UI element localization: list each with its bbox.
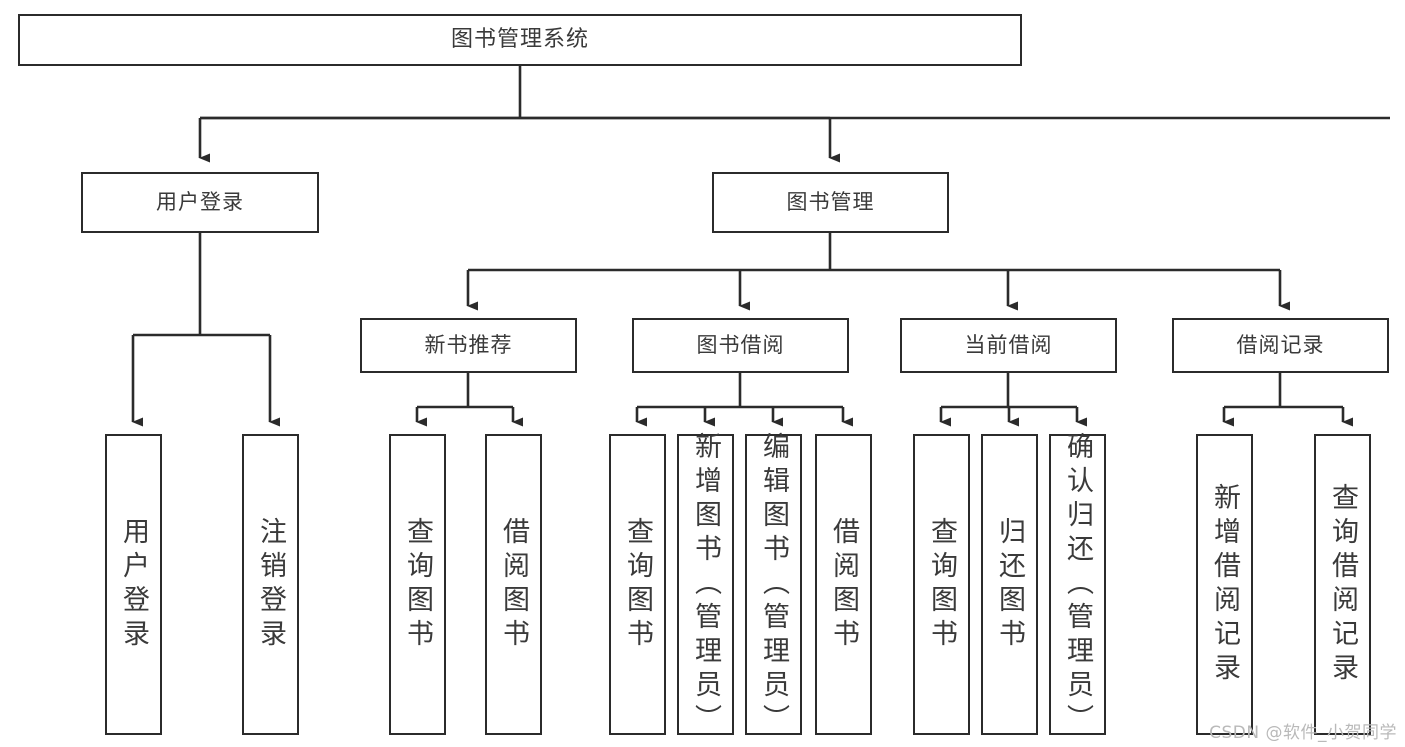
- node-leaf-borrow-add[interactable]: 新增图书（管理员）: [677, 431, 734, 738]
- node-leaf-borrow-borrow[interactable]: 借阅图书: [815, 434, 872, 735]
- node-leaf-newbook-borrow[interactable]: 借阅图书: [485, 434, 542, 735]
- node-leaf-borrow-query-label: 查询图书: [622, 516, 653, 653]
- node-current-borrow-label: 当前借阅: [964, 333, 1053, 358]
- node-leaf-current-query[interactable]: 查询图书: [913, 434, 970, 735]
- node-leaf-logout-label: 注销登录: [255, 516, 286, 653]
- node-current-borrow[interactable]: 当前借阅: [900, 318, 1117, 373]
- node-leaf-newbook-borrow-label: 借阅图书: [498, 516, 529, 653]
- node-leaf-records-query-label: 查询借阅记录: [1327, 482, 1358, 687]
- node-root[interactable]: 图书管理系统: [18, 14, 1022, 66]
- node-login[interactable]: 用户登录: [81, 172, 319, 233]
- node-leaf-user-login[interactable]: 用户登录: [105, 434, 162, 735]
- node-leaf-records-query[interactable]: 查询借阅记录: [1314, 434, 1371, 735]
- node-new-book-recommend[interactable]: 新书推荐: [360, 318, 577, 373]
- node-new-book-recommend-label: 新书推荐: [424, 333, 513, 358]
- node-borrow-records[interactable]: 借阅记录: [1172, 318, 1389, 373]
- node-leaf-current-return[interactable]: 归还图书: [981, 434, 1038, 735]
- node-leaf-current-confirm-label: 确认归还（管理员）: [1062, 431, 1093, 738]
- node-leaf-borrow-borrow-label: 借阅图书: [828, 516, 859, 653]
- node-leaf-current-confirm[interactable]: 确认归还（管理员）: [1049, 431, 1106, 738]
- node-leaf-newbook-query-label: 查询图书: [402, 516, 433, 653]
- node-book-management-label: 图书管理: [786, 190, 875, 215]
- node-leaf-records-add[interactable]: 新增借阅记录: [1196, 434, 1253, 735]
- node-login-label: 用户登录: [156, 190, 244, 215]
- node-leaf-user-login-label: 用户登录: [118, 516, 149, 653]
- node-leaf-borrow-edit-label: 编辑图书（管理员）: [758, 431, 789, 738]
- node-root-label: 图书管理系统: [450, 27, 589, 53]
- node-leaf-records-add-label: 新增借阅记录: [1209, 482, 1240, 687]
- node-book-borrow[interactable]: 图书借阅: [632, 318, 849, 373]
- node-leaf-borrow-add-label: 新增图书（管理员）: [690, 431, 721, 738]
- node-leaf-newbook-query[interactable]: 查询图书: [389, 434, 446, 735]
- node-book-borrow-label: 图书借阅: [696, 333, 785, 358]
- node-leaf-current-return-label: 归还图书: [994, 516, 1025, 653]
- node-leaf-logout[interactable]: 注销登录: [242, 434, 299, 735]
- node-leaf-borrow-query[interactable]: 查询图书: [609, 434, 666, 735]
- node-book-management[interactable]: 图书管理: [712, 172, 949, 233]
- node-leaf-current-query-label: 查询图书: [926, 516, 957, 653]
- node-borrow-records-label: 借阅记录: [1236, 333, 1325, 358]
- node-leaf-borrow-edit[interactable]: 编辑图书（管理员）: [745, 431, 802, 738]
